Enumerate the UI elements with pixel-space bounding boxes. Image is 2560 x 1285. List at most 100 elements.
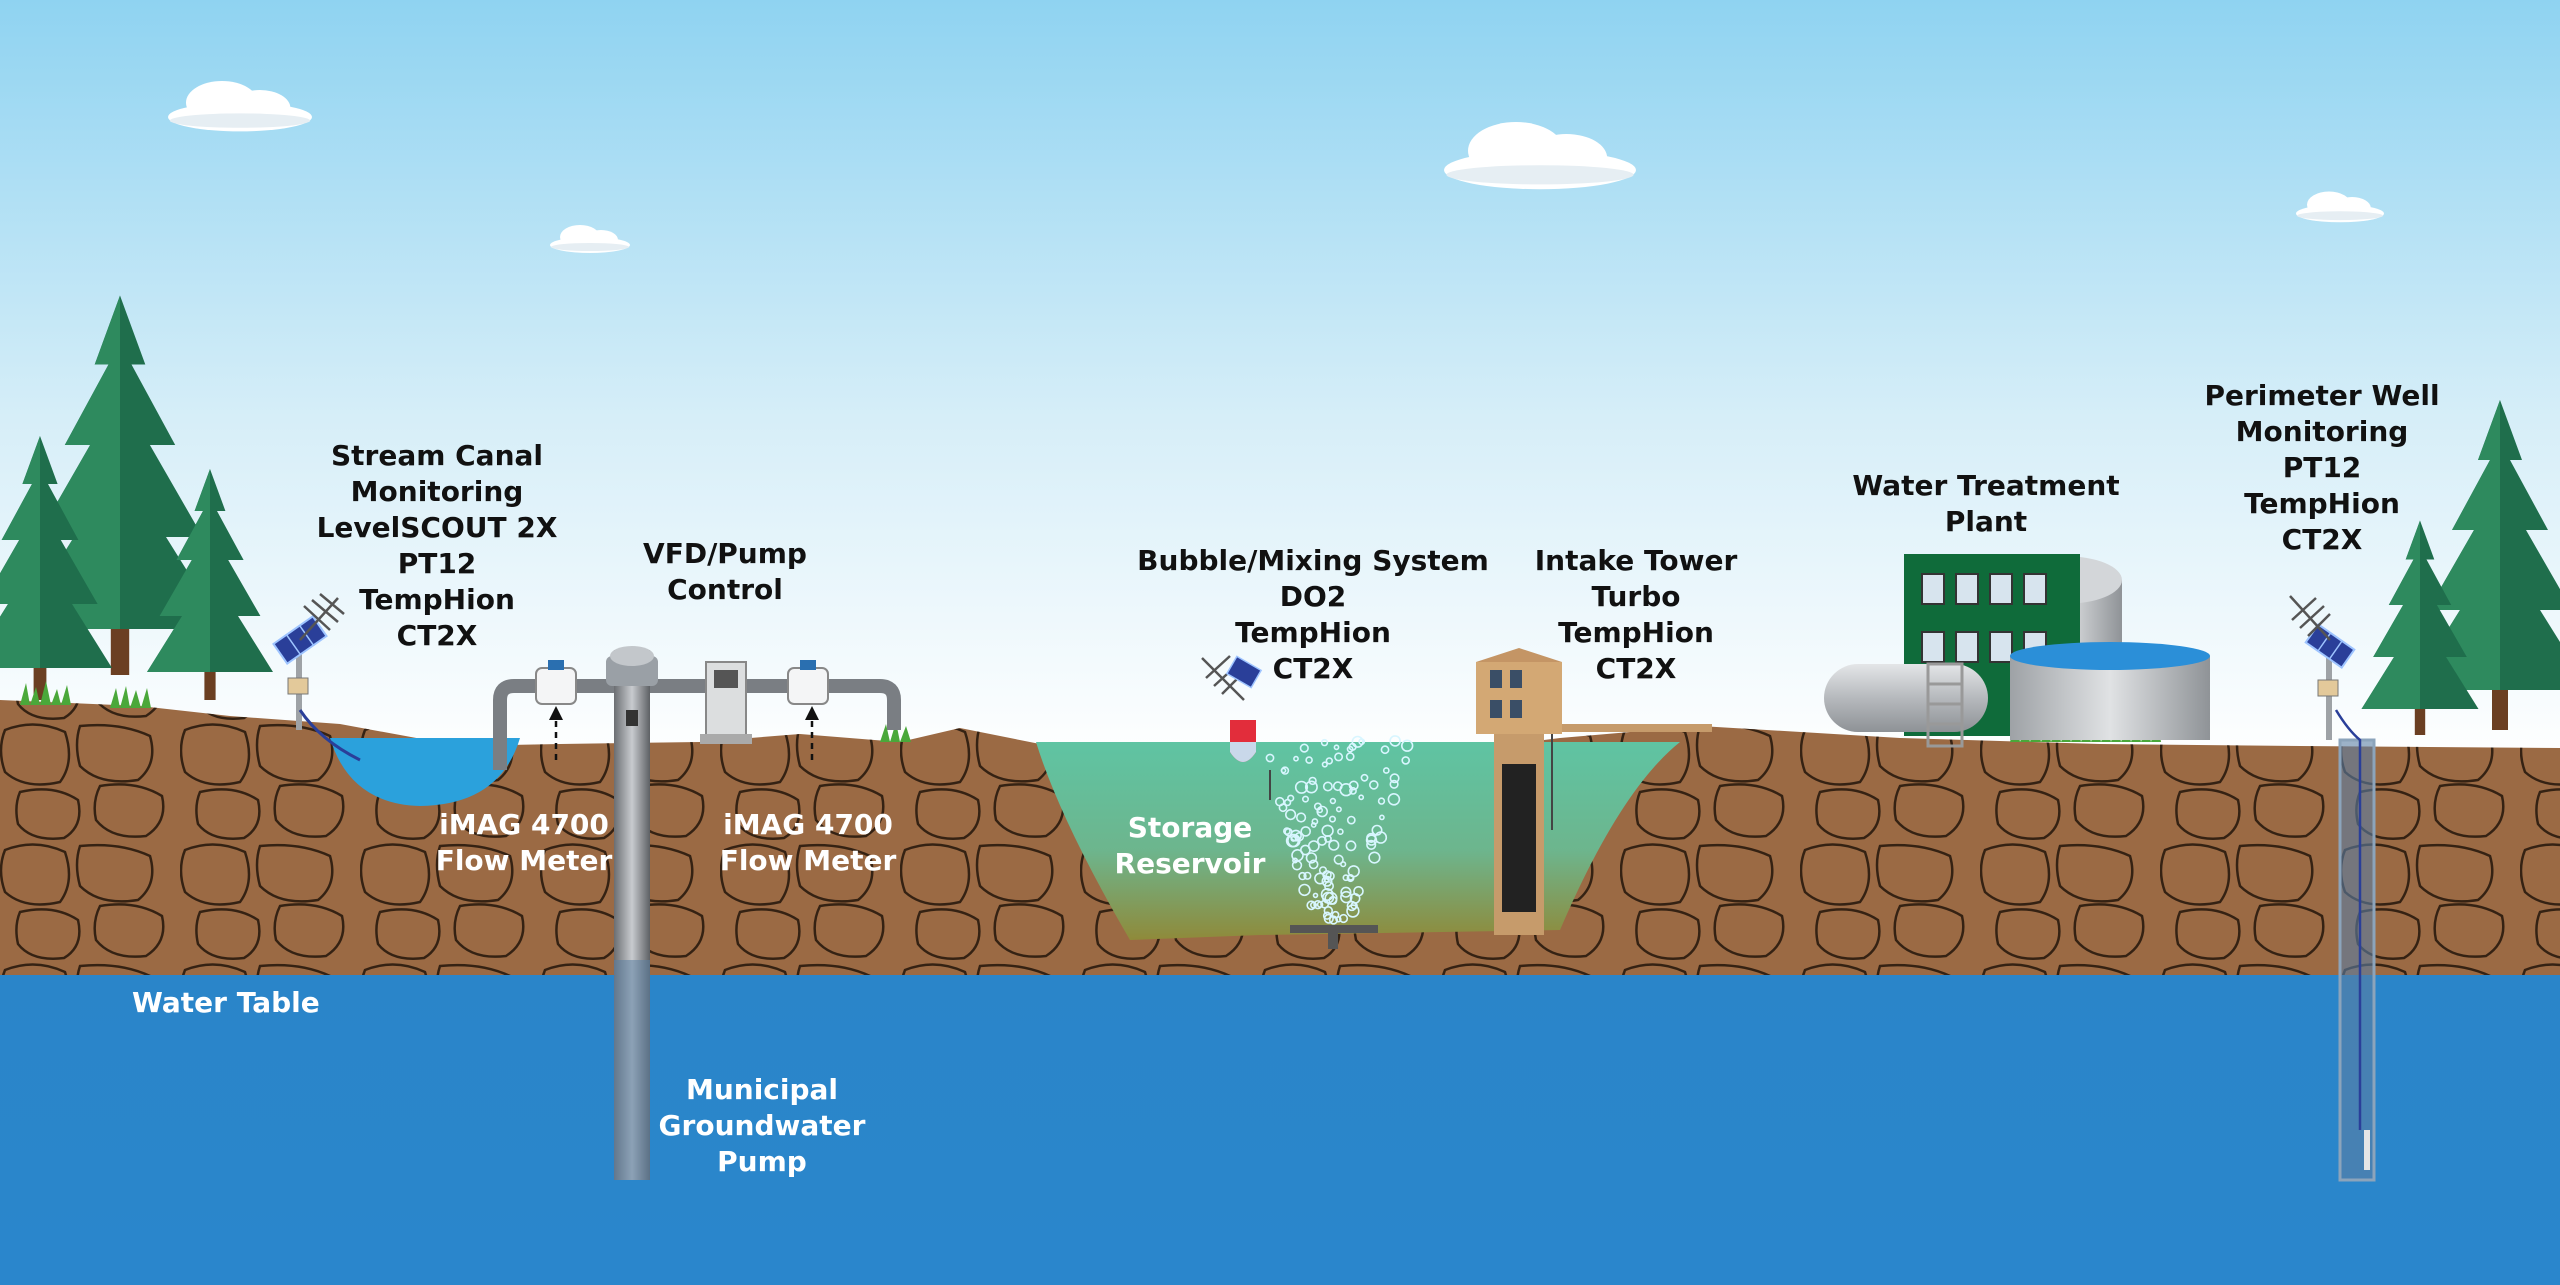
bubble	[1335, 806, 1342, 813]
intake-tower-icon	[1476, 648, 1712, 935]
bubble	[1304, 780, 1318, 794]
bubble	[1321, 875, 1333, 887]
bubble	[1323, 876, 1330, 883]
well-casing-icon	[2340, 740, 2374, 1180]
stream-canal-label: Stream Canal Monitoring LevelSCOUT 2X PT…	[316, 439, 558, 652]
bubble	[1382, 767, 1390, 774]
bubble	[1284, 808, 1297, 821]
bubble	[1400, 739, 1414, 752]
bubble	[1265, 753, 1275, 763]
flow-meter-icon	[535, 667, 577, 705]
bubble	[1320, 738, 1329, 747]
treatment-plant-icon	[1824, 554, 2210, 748]
bubble	[1322, 911, 1332, 920]
bubble	[1308, 859, 1319, 870]
solar-panel-icon	[1225, 655, 1263, 689]
flow-meter-left-label: iMAG 4700 Flow Meter	[435, 808, 613, 877]
bubble	[1358, 738, 1366, 746]
perimeter-well-station	[2289, 595, 2376, 1182]
bubble	[1371, 824, 1383, 836]
pump-pipework	[493, 660, 901, 770]
bubble	[1310, 901, 1318, 909]
well-casing-icon	[606, 646, 658, 1180]
bubble	[1369, 780, 1379, 790]
bubble	[1353, 885, 1364, 897]
bubble	[1329, 815, 1337, 823]
bubble	[1360, 773, 1369, 782]
bubble	[1377, 797, 1386, 805]
stream-canal-water	[330, 738, 520, 806]
antenna-icon	[2289, 595, 2331, 641]
bubble	[1346, 815, 1356, 825]
bubble	[1312, 892, 1319, 899]
bubble	[1328, 839, 1340, 851]
perimeter-well-label: Perimeter Well Monitoring PT12 TempHion …	[2204, 379, 2440, 556]
water-treatment-label: Water Treatment Plant	[1852, 469, 2120, 538]
bubble	[1320, 899, 1330, 909]
bubble	[1305, 756, 1313, 764]
bubble	[1283, 827, 1291, 835]
bubble	[1305, 852, 1318, 864]
bubble	[1294, 831, 1305, 842]
bubble	[1321, 761, 1328, 768]
bubble	[1329, 797, 1337, 805]
bubble	[1349, 787, 1357, 795]
bubble	[1323, 905, 1334, 916]
bubble	[1325, 757, 1334, 765]
bubble	[1295, 812, 1307, 823]
bubble	[1313, 802, 1322, 811]
bubble	[1292, 857, 1299, 864]
bubble	[1346, 745, 1354, 753]
antenna-icon	[299, 593, 345, 641]
bubble	[1340, 861, 1347, 868]
bubble	[1316, 901, 1324, 908]
bubble	[1358, 794, 1365, 801]
stream-monitoring-station	[272, 593, 361, 762]
bubble-mixing-system	[1201, 655, 1414, 949]
bubble	[1401, 756, 1410, 765]
bubble	[1351, 735, 1364, 748]
bubble	[1294, 780, 1309, 794]
bubble	[1334, 752, 1344, 762]
bubble	[1337, 828, 1344, 836]
bubble	[1280, 766, 1290, 775]
groundwater-pump-label: Municipal Groundwater Pump	[658, 1073, 866, 1178]
bubble	[1310, 822, 1317, 828]
bubble	[1324, 835, 1332, 843]
bubble	[1389, 773, 1400, 784]
sky	[0, 0, 2560, 760]
bubble	[1338, 913, 1349, 924]
bubble	[1298, 871, 1307, 881]
intake-tower-label: Intake Tower Turbo TempHion CT2X	[1534, 544, 1738, 685]
bubble	[1335, 916, 1342, 923]
flow-meter-right-label: iMAG 4700 Flow Meter	[719, 808, 897, 877]
bubble	[1346, 904, 1360, 918]
bubble	[1389, 735, 1401, 747]
bubble	[1318, 866, 1328, 875]
bubble-mixing-label: Bubble/Mixing System DO2 TempHion CT2X	[1137, 544, 1489, 685]
bubble	[1331, 910, 1340, 919]
bubble	[1298, 883, 1311, 897]
bubble	[1366, 839, 1377, 851]
bubble	[1346, 874, 1355, 883]
water-table-label: Water Table	[132, 986, 320, 1019]
storage-reservoir-label: Storage Reservoir	[1114, 811, 1266, 880]
bubble	[1300, 826, 1311, 837]
bubble	[1333, 744, 1340, 751]
bubble	[1332, 781, 1343, 792]
groundwater	[0, 975, 2560, 1285]
bubble	[1300, 844, 1311, 856]
bubble	[1345, 752, 1355, 761]
vfd-pump-control-label: VFD/Pump Control	[643, 537, 807, 606]
bubble	[1340, 890, 1353, 904]
flow-meter-icon	[787, 667, 829, 705]
bubble	[1287, 794, 1295, 802]
bubble	[1320, 887, 1334, 901]
bubble	[1368, 851, 1381, 864]
bubble	[1322, 781, 1333, 792]
bubble	[1380, 745, 1390, 755]
bubble	[1302, 795, 1310, 803]
bubble	[1317, 835, 1328, 846]
